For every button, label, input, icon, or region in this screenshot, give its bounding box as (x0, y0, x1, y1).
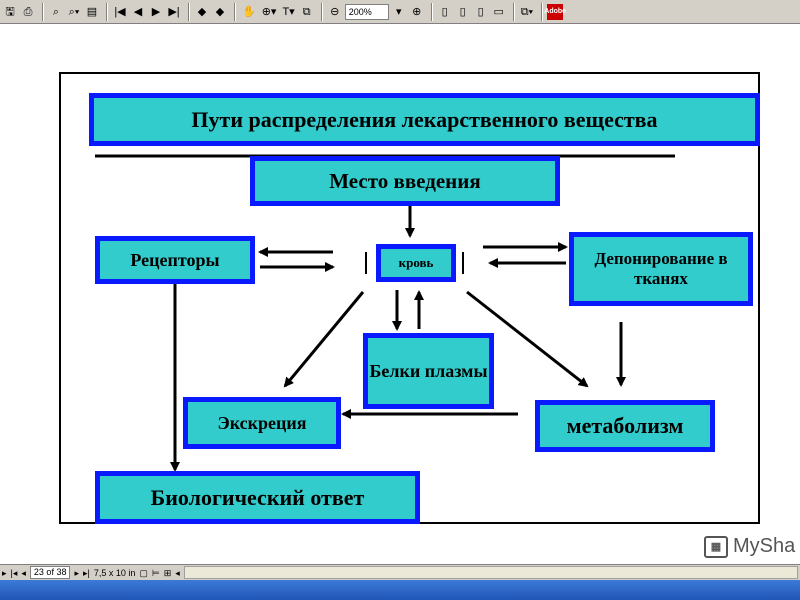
metabolism-box: метаболизм (535, 400, 715, 452)
site-box: Место введения (250, 156, 560, 206)
save-icon[interactable]: 🖫 (5, 5, 15, 18)
deposition-label: Депонирование в тканях (594, 249, 728, 288)
site-label: Место введения (329, 168, 481, 193)
toolbar: 🖫 ⎙ ⌕ ⌕▾ ▤ |◀ ◀ ▶ ▶| ◆ ◆ ✋ ⊕▾ T▾ ⧉ ⊖ 200… (0, 0, 800, 24)
continuous-icon[interactable]: ⊨ (151, 567, 160, 578)
watermark: ▦ MySha (704, 535, 795, 558)
deposition-box: Депонирование в тканях (569, 232, 753, 306)
snapshot-icon[interactable]: ⧉ (302, 5, 311, 18)
first-page-icon[interactable]: |◀ (114, 5, 126, 18)
zoom-input[interactable]: 200% (344, 3, 389, 20)
scroll-left-icon[interactable]: ◂ (175, 567, 180, 578)
single-page-icon[interactable]: ▢ (139, 567, 148, 578)
continuous-icon[interactable]: ▯ (459, 5, 466, 18)
zoom-tool-icon[interactable]: ⊕▾ (261, 5, 277, 18)
single-page-icon[interactable]: ▯ (441, 5, 448, 18)
page-view-icon[interactable]: ▤ (86, 5, 98, 18)
page-number-field[interactable]: 23 of 38 (29, 566, 71, 579)
excretion-label: Экскреция (217, 412, 307, 433)
next-page-icon[interactable]: ▶ (151, 5, 161, 18)
facing-icon[interactable]: ⊞ (163, 567, 172, 578)
toolbar-separator (430, 2, 433, 21)
adobe-logo-icon[interactable]: Adobe (544, 3, 566, 20)
last-page-icon[interactable]: ▸| (82, 567, 90, 578)
title-box: Пути распределения лекарственного вещест… (89, 93, 760, 146)
page-size-label: 7,5 x 10 in (93, 567, 136, 578)
zoom-out-icon[interactable]: ⊖ (330, 5, 340, 18)
status-toggle-icon[interactable]: ▸ (2, 567, 7, 578)
proteins-box: Белки плазмы (363, 333, 494, 409)
proteins-label: Белки плазмы (369, 360, 488, 381)
metabolism-label: метаболизм (566, 413, 684, 439)
next-page-icon[interactable]: ▸ (74, 567, 79, 578)
prev-page-icon[interactable]: ◀ (133, 5, 143, 18)
zoom-dropdown-icon[interactable]: ▾ (395, 5, 402, 18)
find-icon[interactable]: ⌕ (52, 5, 60, 18)
excretion-box: Экскреция (183, 397, 341, 449)
response-label: Биологический ответ (150, 484, 365, 510)
forward-icon[interactable]: ◆ (215, 5, 225, 18)
blood-label: кровь (398, 254, 434, 270)
response-box: Биологический ответ (95, 471, 420, 524)
rotate-icon[interactable]: ▭ (493, 5, 504, 18)
presentation-icon: ▦ (704, 535, 728, 558)
back-icon[interactable]: ◆ (197, 5, 207, 18)
toolbar-separator (106, 2, 108, 21)
toolbar-separator (320, 2, 323, 21)
watermark-text: MySha (733, 535, 796, 557)
hand-tool-icon[interactable]: ✋ (242, 5, 256, 18)
toolbar-separator (541, 2, 544, 21)
search-icon[interactable]: ⌕▾ (68, 5, 80, 18)
facing-icon[interactable]: ▯ (477, 5, 484, 18)
horizontal-scrollbar[interactable] (183, 566, 798, 579)
diagram-title: Пути распределения лекарственного вещест… (191, 106, 658, 132)
taskbar (0, 580, 800, 600)
receptors-box: Рецепторы (95, 236, 255, 284)
status-bar: ▸ |◂ ◂ 23 of 38 ▸ ▸| 7,5 x 10 in ▢ ⊨ ⊞ ◂ (0, 564, 800, 580)
last-page-icon[interactable]: ▶| (168, 5, 180, 18)
toolbar-separator (188, 2, 190, 21)
toolbar-separator (234, 2, 236, 21)
receptors-label: Рецепторы (130, 249, 220, 270)
text-select-icon[interactable]: T▾ (282, 5, 295, 18)
tools-icon[interactable]: ⧉▾ (520, 5, 534, 18)
prev-page-icon[interactable]: ◂ (21, 567, 26, 578)
first-page-icon[interactable]: |◂ (10, 567, 18, 578)
toolbar-separator (512, 2, 515, 21)
print-icon[interactable]: ⎙ (23, 5, 33, 18)
zoom-in-icon[interactable]: ⊕ (412, 5, 422, 18)
toolbar-separator (42, 2, 44, 21)
blood-box: кровь (376, 244, 456, 282)
